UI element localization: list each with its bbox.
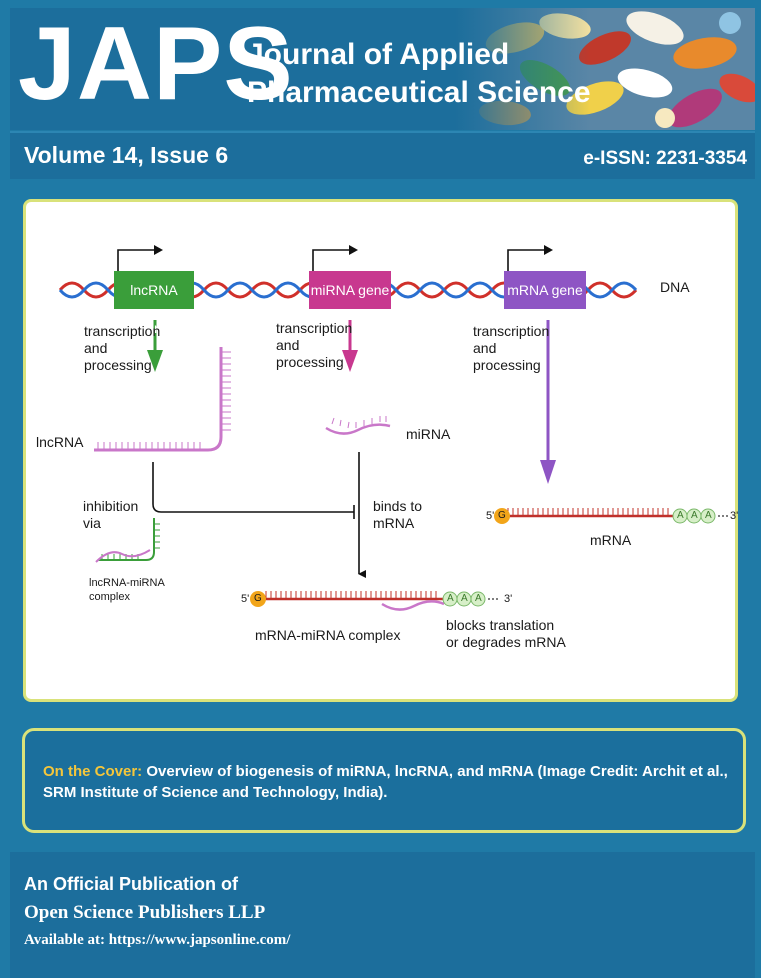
transcription-label-lncrna: transcription and processing [84, 323, 160, 374]
three-prime-complex: 3' [504, 593, 513, 605]
cap-letter: G [254, 593, 262, 604]
dna-label: DNA [660, 279, 690, 295]
transcription-text: processing [84, 357, 152, 373]
transcription-text: transcription [276, 320, 353, 336]
issn: e-ISSN: 2231-3354 [583, 148, 747, 169]
journal-title-line1: Journal of Applied [247, 38, 510, 71]
journal-logo: JAPS [18, 8, 294, 122]
cap-letter: G [498, 510, 506, 521]
polya-letter: A [705, 510, 712, 521]
transcription-arrow-mrna [540, 320, 556, 484]
transcription-text: and [473, 340, 497, 356]
cover-note: On the Cover: Overview of biogenesis of … [22, 728, 746, 833]
five-prime-complex: 5' [241, 593, 250, 605]
cover-figure: lncRNA gene miRNA gene mRNA gene DNA tra… [23, 199, 738, 702]
mrna-mirna-complex-graphic [250, 591, 500, 611]
inhibition-text: inhibition [83, 498, 139, 514]
rna-biogenesis-diagram [58, 245, 728, 611]
three-prime-mrna: 3' [730, 510, 739, 522]
lncrna-gene-box [114, 271, 194, 309]
lncrna-strand [94, 347, 231, 452]
blocks-label: blocks translation or degrades mRNA [446, 617, 566, 651]
blocks-text: or degrades mRNA [446, 634, 566, 650]
publisher-name: Open Science Publishers LLP [24, 902, 266, 923]
transcription-text: transcription [84, 323, 161, 339]
polya-letter: A [447, 593, 454, 604]
inhibition-text: via [83, 515, 101, 531]
mirna-strand [325, 416, 391, 435]
mrna-gene-box [504, 271, 586, 309]
lncrna-label: lncRNA [36, 434, 84, 450]
cover-note-label: On the Cover: [43, 763, 143, 780]
transcription-label-mrna: transcription and processing [473, 323, 549, 374]
mrna-mirna-complex-label: mRNA-miRNA complex [255, 627, 401, 643]
inhibition-line [152, 462, 355, 519]
mrna-label: mRNA [590, 532, 632, 548]
promoter-arrowheads [154, 245, 553, 255]
pills-illustration [455, 8, 755, 130]
issue-bar: Volume 14, Issue 6 e-ISSN: 2231-3354 [10, 131, 755, 179]
transcription-arrow-mirna [342, 320, 358, 372]
polya-letter: A [461, 593, 468, 604]
cover-note-body: Overview of biogenesis of miRNA, lncRNA,… [43, 763, 728, 801]
binds-label: binds to mRNA [373, 498, 422, 532]
five-prime-mrna: 5' [486, 510, 495, 522]
complex-text: lncRNA-miRNA [89, 577, 165, 589]
availability-link[interactable]: Available at: https://www.japsonline.com… [24, 932, 291, 948]
gene-label-lncrna: lncRNA gene [130, 282, 178, 336]
binds-text: binds to [373, 498, 423, 514]
transcription-text: processing [276, 354, 344, 370]
transcription-arrow-lncrna [147, 320, 163, 372]
promoter-arrows [117, 249, 546, 271]
journal-title-line2: Pharmaceutical Science [247, 76, 591, 109]
polya-letter: A [677, 510, 684, 521]
transcription-text: processing [473, 357, 541, 373]
lncrna-mirna-complex-label: lncRNA-miRNA complex [89, 576, 165, 604]
transcription-label-mirna: transcription and processing [276, 320, 352, 371]
mirna-label: miRNA [406, 426, 451, 442]
publication-line: An Official Publication of [24, 874, 239, 894]
inhibition-label: inhibition via [83, 498, 138, 532]
blocks-text: blocks translation [446, 617, 555, 633]
cover-note-text: On the Cover: Overview of biogenesis of … [43, 761, 733, 803]
polya-letter: A [475, 593, 482, 604]
masthead: JAPS Journal of Applied Pharmaceutical S… [10, 8, 755, 130]
gene-label-mirna: miRNA gene [310, 282, 390, 298]
gene-label-mrna: mRNA gene [507, 282, 583, 298]
volume-issue: Volume 14, Issue 6 [24, 142, 229, 168]
mrna-strand [494, 508, 728, 524]
transcription-text: transcription [473, 323, 550, 339]
complex-text: complex [89, 591, 130, 603]
polya-letter: A [691, 510, 698, 521]
mirna-gene-box [309, 271, 391, 309]
publisher-footer: An Official Publication of Open Science … [10, 852, 755, 978]
transcription-text: and [276, 337, 300, 353]
lncrna-mirna-complex-graphic [95, 518, 160, 563]
transcription-text: and [84, 340, 108, 356]
binds-text: mRNA [373, 515, 415, 531]
journal-title: Journal of Applied Pharmaceutical Scienc… [247, 36, 591, 112]
